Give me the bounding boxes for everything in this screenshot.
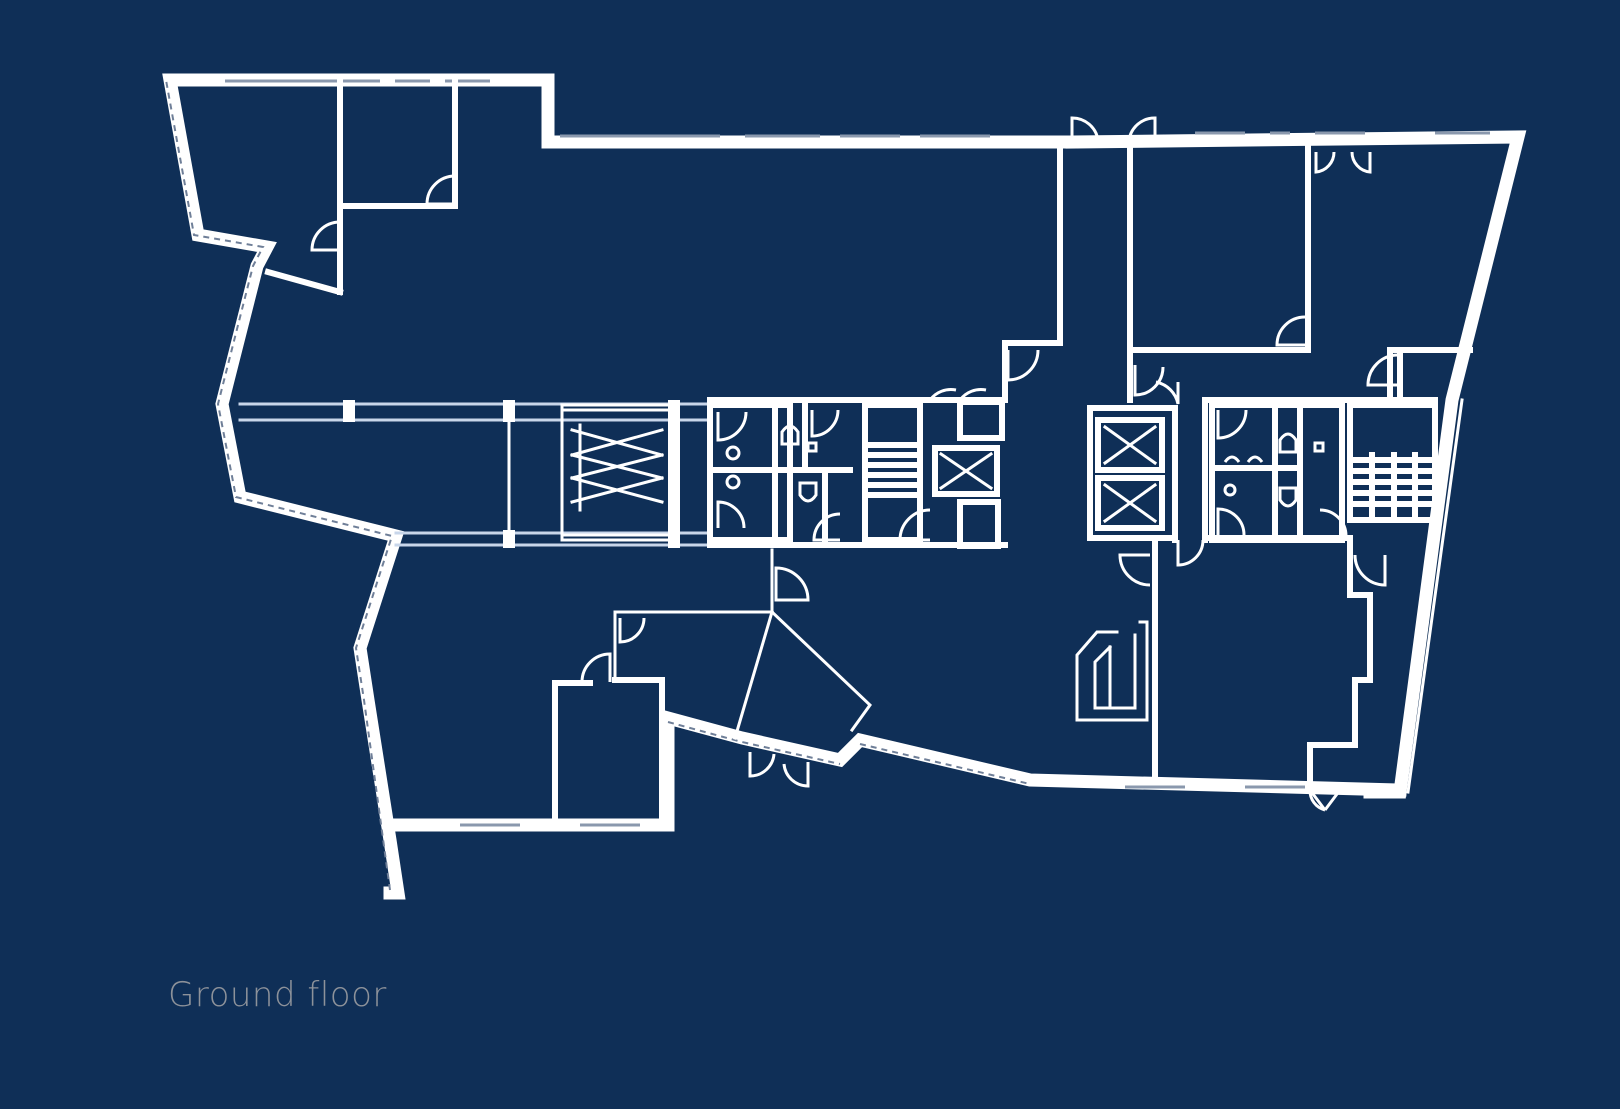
west-stairs	[862, 402, 923, 543]
doors	[310, 116, 1399, 812]
west-toilets	[707, 402, 853, 543]
floor-label: Ground floor	[168, 975, 387, 1015]
lift-west	[932, 399, 1005, 549]
east-stairs	[1347, 402, 1438, 523]
reception-desk	[1075, 620, 1149, 722]
lifts-east	[1095, 417, 1165, 531]
east-toilets	[1209, 402, 1345, 543]
exterior-walls	[162, 73, 1527, 900]
west-stair-lift-core	[560, 403, 674, 542]
windows	[225, 79, 1490, 827]
